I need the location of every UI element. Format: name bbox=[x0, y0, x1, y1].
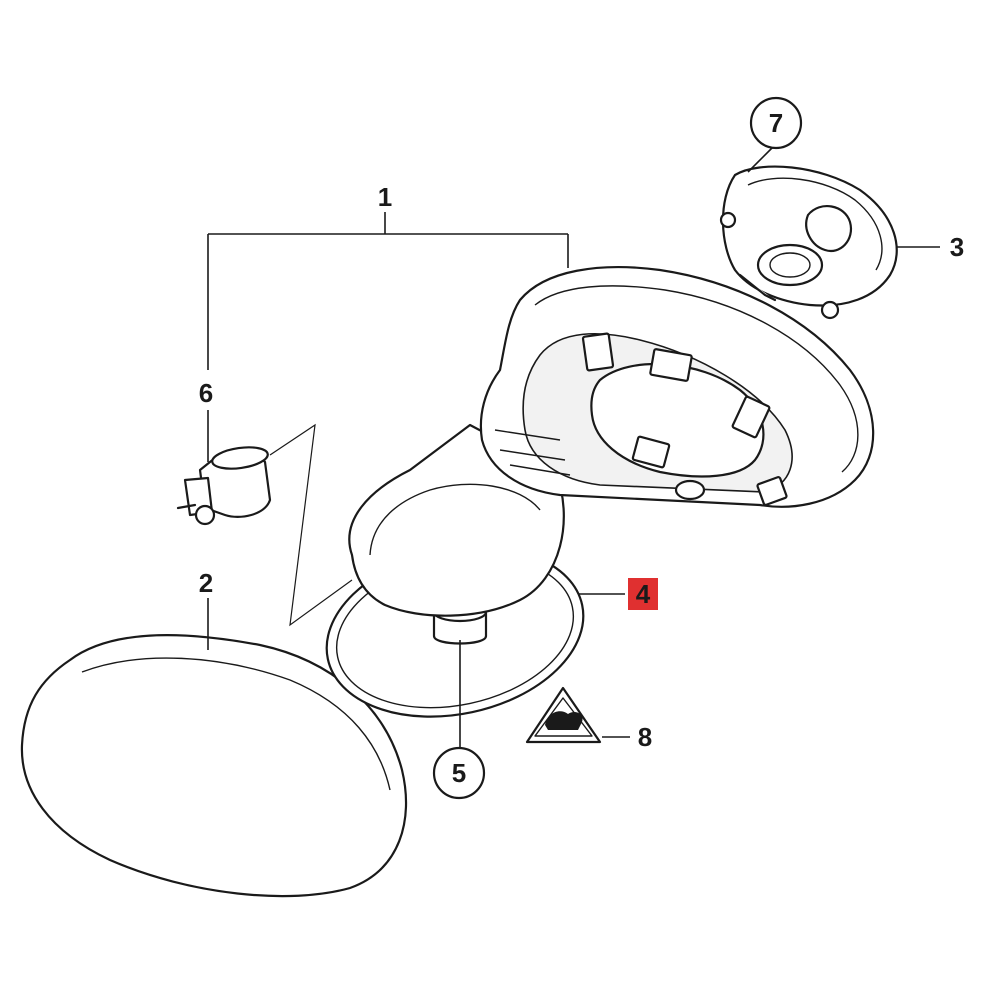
mirror-housing-icon bbox=[348, 265, 875, 617]
callout-8: 8 bbox=[638, 722, 652, 752]
callout-4-highlight bbox=[628, 578, 658, 610]
mirror-actuator-icon bbox=[719, 165, 898, 320]
leader-lines bbox=[207, 147, 940, 748]
callout-6: 6 bbox=[199, 378, 213, 408]
relation-line-6 bbox=[269, 423, 353, 627]
callout-2: 2 bbox=[199, 568, 213, 598]
warning-triangle-icon bbox=[525, 686, 602, 744]
callout-5-group: 5 bbox=[432, 746, 486, 800]
callout-7-group: 7 bbox=[749, 96, 803, 150]
callout-7-circle bbox=[749, 96, 803, 150]
callout-3: 3 bbox=[950, 232, 964, 262]
mirror-cap-icon bbox=[20, 634, 408, 898]
callout-4: 4 bbox=[636, 579, 651, 609]
connector-plug-icon bbox=[176, 446, 272, 526]
callout-5-circle bbox=[432, 746, 486, 800]
callout-4-group: 4 bbox=[628, 578, 658, 610]
callout-1: 1 bbox=[378, 182, 392, 212]
callout-5: 5 bbox=[452, 758, 466, 788]
callout-7: 7 bbox=[769, 108, 783, 138]
leader-line-1 bbox=[207, 212, 569, 370]
leader-line-7 bbox=[747, 147, 773, 173]
